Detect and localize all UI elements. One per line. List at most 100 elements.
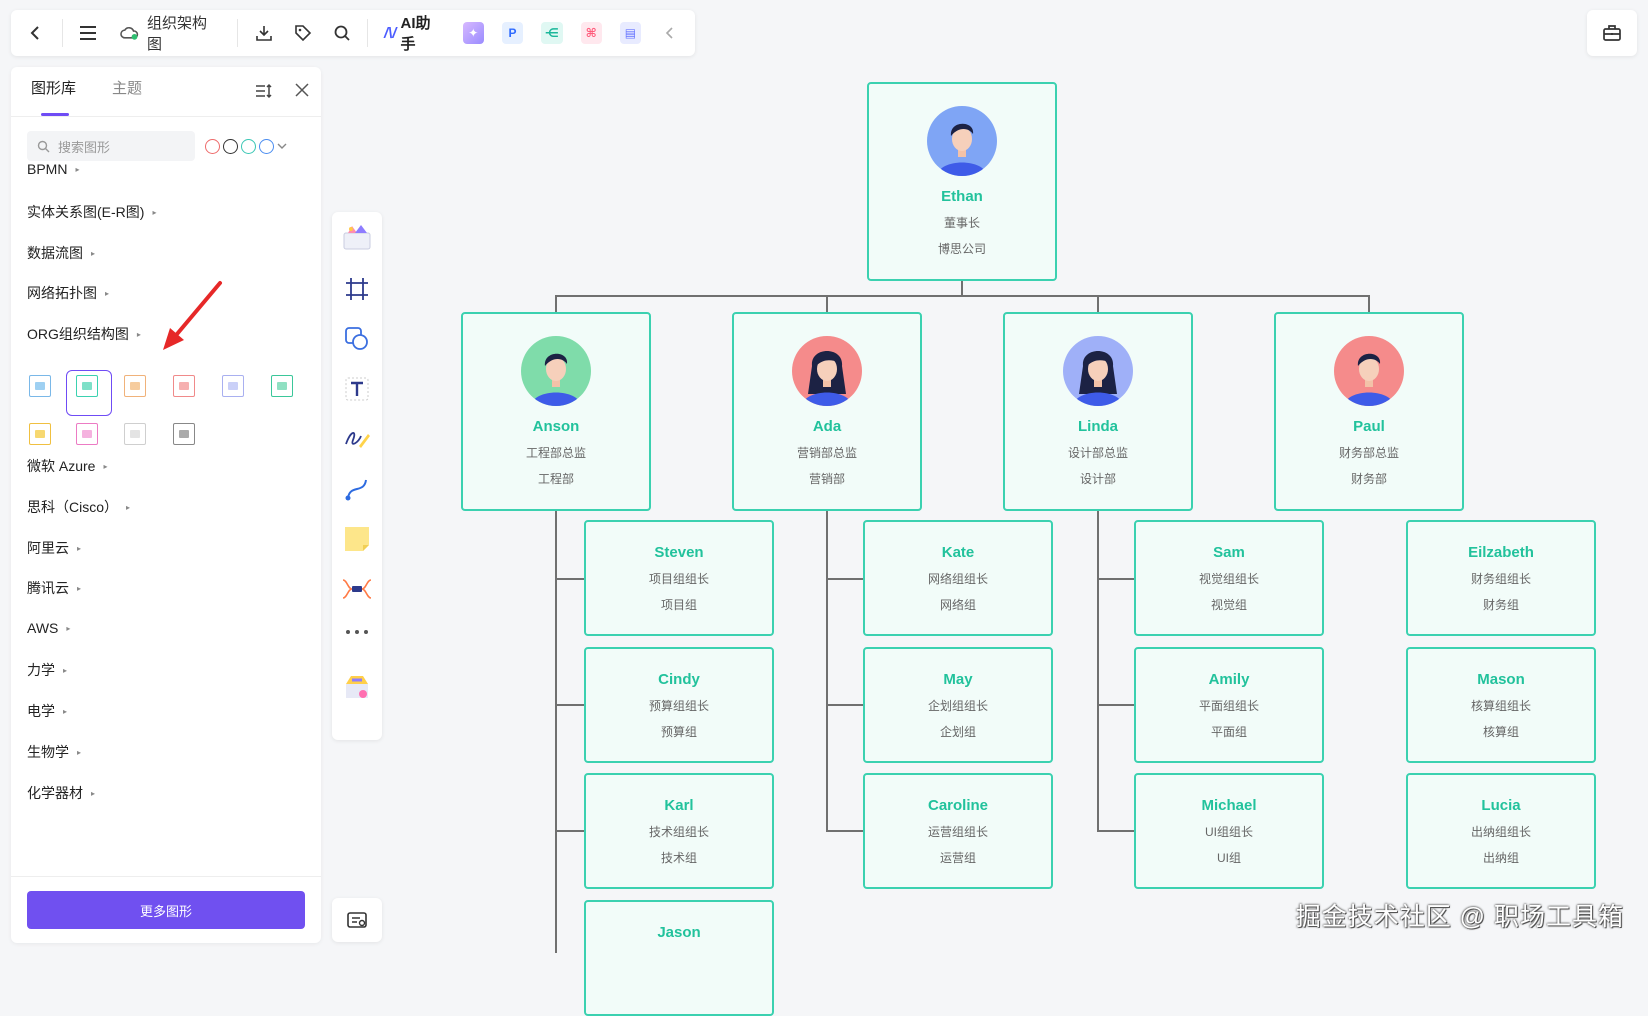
person-name: Steven bbox=[654, 544, 704, 561]
person-role: 出纳组组长 bbox=[1470, 825, 1531, 839]
person-role: 营销部总监 bbox=[796, 446, 857, 460]
search-icon bbox=[37, 140, 50, 152]
org-shape-thumb[interactable] bbox=[173, 423, 195, 445]
org-shape-thumb[interactable] bbox=[76, 375, 98, 397]
person-dept: 财务部 bbox=[1350, 472, 1387, 486]
search-input[interactable]: 搜索图形 bbox=[27, 131, 195, 161]
person-role: 企划组组长 bbox=[927, 699, 988, 713]
person-role: 运营组组长 bbox=[927, 825, 988, 839]
org-shape-thumb[interactable] bbox=[124, 375, 146, 397]
shape-icon[interactable] bbox=[342, 324, 372, 354]
library-item[interactable]: ORG组织结构图▸ bbox=[27, 324, 141, 344]
more-shapes-button[interactable]: 更多图形 bbox=[27, 891, 305, 929]
person-name: Paul bbox=[1353, 418, 1385, 435]
color-filter[interactable] bbox=[205, 138, 287, 154]
library-item[interactable]: 生物学▸ bbox=[27, 742, 81, 762]
person-dept: 项目组 bbox=[660, 598, 697, 612]
org-shape-thumb[interactable] bbox=[271, 375, 293, 397]
collapse-chevron-icon[interactable] bbox=[652, 15, 687, 51]
mindmap-app-icon[interactable]: ⋲ bbox=[541, 22, 563, 44]
more-dots-icon[interactable] bbox=[342, 617, 372, 647]
org-shape-thumb[interactable] bbox=[29, 375, 51, 397]
tab-theme[interactable]: 主题 bbox=[112, 80, 143, 97]
text-icon[interactable] bbox=[342, 374, 372, 404]
template-icon[interactable] bbox=[342, 222, 372, 252]
tab-shape-library[interactable]: 图形库 bbox=[31, 77, 94, 116]
doc-title[interactable]: 组织架构图 bbox=[110, 12, 230, 54]
library-item[interactable]: 网络拓扑图▸ bbox=[27, 283, 109, 303]
pen-icon[interactable] bbox=[342, 424, 372, 454]
chat-app-icon[interactable]: ▤ bbox=[619, 22, 642, 44]
org-shape-thumb[interactable] bbox=[124, 423, 146, 445]
library-item[interactable]: 数据流图▸ bbox=[27, 243, 95, 263]
person-name: Eilzabeth bbox=[1468, 544, 1534, 561]
connector-line bbox=[1097, 578, 1135, 580]
library-item[interactable]: 实体关系图(E-R图)▸ bbox=[27, 202, 156, 222]
image-ai-icon[interactable]: ✦ bbox=[462, 22, 484, 44]
library-item[interactable]: 力学▸ bbox=[27, 660, 67, 680]
flow-app-icon[interactable]: ⌘ bbox=[580, 22, 602, 44]
library-item[interactable]: BPMN▸ bbox=[27, 161, 79, 177]
org-leaf-card[interactable]: Jason bbox=[584, 900, 774, 1016]
connector-icon[interactable] bbox=[342, 474, 372, 504]
person-dept: 预算组 bbox=[660, 725, 697, 739]
person-name: Lucia bbox=[1481, 797, 1521, 814]
back-icon[interactable] bbox=[19, 15, 54, 51]
tag-icon[interactable] bbox=[285, 15, 320, 51]
library-item[interactable]: 电学▸ bbox=[27, 701, 67, 721]
minimap-button[interactable] bbox=[332, 898, 382, 942]
library-item[interactable]: 腾讯云▸ bbox=[27, 578, 81, 598]
search-placeholder: 搜索图形 bbox=[58, 139, 111, 155]
person-name: Michael bbox=[1201, 797, 1257, 814]
person-role: 董事长 bbox=[943, 216, 980, 230]
menu-icon[interactable] bbox=[71, 15, 106, 51]
library-item[interactable]: 微软 Azure▸ bbox=[27, 456, 107, 476]
person-name: Ada bbox=[812, 418, 842, 435]
connector-line bbox=[555, 704, 585, 706]
ai-assistant-button[interactable]: /\/ AI助手 bbox=[376, 12, 452, 54]
org-shape-thumb[interactable] bbox=[29, 423, 51, 445]
plugin-box-icon[interactable] bbox=[342, 672, 372, 702]
org-shape-thumb[interactable] bbox=[173, 375, 195, 397]
toolbox-button[interactable] bbox=[1587, 10, 1637, 56]
frame-icon[interactable] bbox=[342, 274, 372, 304]
caret-right-icon: ▸ bbox=[66, 623, 71, 633]
library-item-label: 微软 Azure bbox=[27, 458, 96, 474]
library-item-label: 思科（Cisco） bbox=[27, 499, 119, 515]
sort-list-icon[interactable] bbox=[255, 83, 273, 99]
person-role: 预算组组长 bbox=[648, 699, 709, 713]
close-icon[interactable] bbox=[295, 83, 309, 97]
search-icon[interactable] bbox=[324, 15, 359, 51]
connector-line bbox=[555, 295, 1369, 297]
mindmap-icon[interactable] bbox=[342, 574, 372, 604]
library-item[interactable]: 阿里云▸ bbox=[27, 538, 81, 558]
library-item[interactable]: 化学器材▸ bbox=[27, 783, 95, 803]
red-arrow-annotation bbox=[163, 281, 222, 350]
p-app-icon[interactable]: P bbox=[501, 22, 524, 44]
sticky-note-icon[interactable] bbox=[342, 524, 372, 554]
org-shape-thumb[interactable] bbox=[76, 423, 98, 445]
library-item[interactable]: 思科（Cisco）▸ bbox=[27, 497, 130, 517]
library-item-label: 阿里云 bbox=[27, 540, 69, 556]
connector-line bbox=[826, 830, 864, 832]
library-item[interactable]: AWS▸ bbox=[27, 620, 70, 636]
download-icon[interactable] bbox=[246, 15, 281, 51]
org-shape-thumb[interactable] bbox=[222, 375, 244, 397]
